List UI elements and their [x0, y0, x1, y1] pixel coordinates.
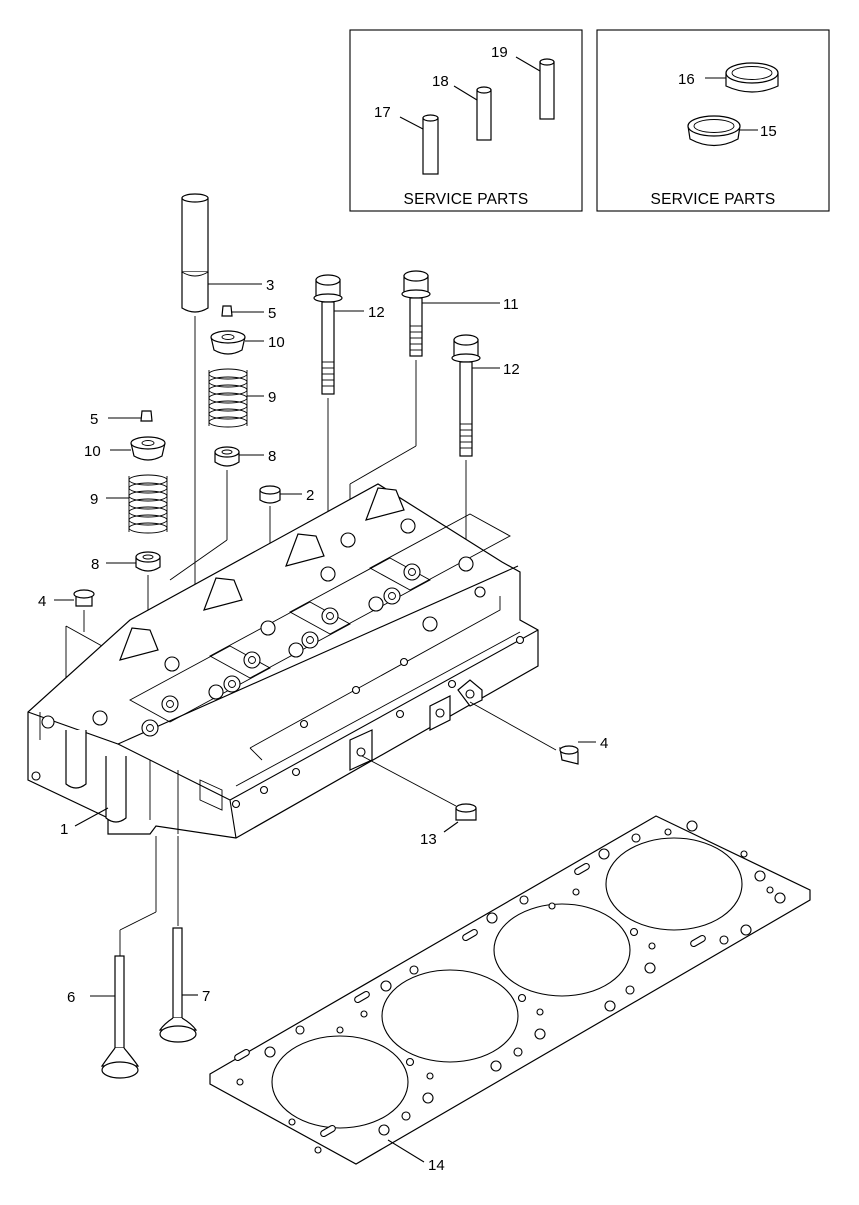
spring-retainer-10-lower: 10 — [84, 436, 166, 461]
callout-15: 15 — [760, 123, 777, 140]
cylinder-head-bolt-12-right: 12 — [451, 334, 520, 560]
callout-4b: 4 — [600, 735, 608, 752]
callout-19: 19 — [491, 44, 508, 61]
cylinder-head-bolt-11: 11 — [349, 270, 519, 528]
callout-16: 16 — [678, 71, 695, 88]
exhaust-valve-7: 7 — [158, 836, 210, 1043]
callout-8a: 8 — [268, 448, 276, 465]
callout-18: 18 — [432, 73, 449, 90]
dowel-pin-17 — [399, 114, 439, 175]
callout-6: 6 — [67, 989, 75, 1006]
valve-collet-5-lower: 5 — [90, 410, 153, 428]
callout-10a: 10 — [268, 334, 285, 351]
cylinder-head-1: 1 — [27, 483, 539, 839]
callout-10b: 10 — [84, 443, 101, 460]
callout-12b: 12 — [503, 361, 520, 378]
valve-collet-5-upper: 5 — [221, 305, 276, 322]
head-gasket-14: 14 — [209, 815, 811, 1174]
valve-stem-seal-8-lower: 8 — [91, 551, 161, 724]
dowel-pin-19 — [515, 56, 555, 120]
callout-8b: 8 — [91, 556, 99, 573]
cylinder-head-bolt-12-left: 12 — [313, 274, 385, 556]
callout-7: 7 — [202, 988, 210, 1005]
intake-valve-6: 6 — [67, 836, 157, 1079]
callout-13: 13 — [420, 831, 437, 848]
callout-12a: 12 — [368, 304, 385, 321]
dowel-pin-18 — [453, 85, 492, 141]
callout-14: 14 — [428, 1157, 445, 1174]
service-parts-box-pins: 17 18 19 SERVICE PARTS — [349, 29, 583, 212]
callout-9a: 9 — [268, 389, 276, 406]
valve-stem-seal-8-upper: 8 — [169, 446, 276, 581]
valve-guide-3: 3 — [181, 193, 274, 700]
callout-17: 17 — [374, 104, 391, 121]
callout-2: 2 — [306, 487, 314, 504]
service-parts-label-2: SERVICE PARTS — [651, 191, 776, 208]
callout-3: 3 — [266, 277, 274, 294]
service-parts-label-1: SERVICE PARTS — [404, 191, 529, 208]
callout-9b: 9 — [90, 491, 98, 508]
callout-5a: 5 — [268, 305, 276, 322]
valve-spring-9-lower: 9 — [90, 474, 168, 534]
callout-1: 1 — [60, 821, 68, 838]
spring-retainer-10-upper: 10 — [210, 330, 285, 355]
valve-seat-15 — [687, 115, 758, 147]
callout-11: 11 — [503, 296, 519, 313]
plug-13: 13 — [361, 755, 477, 848]
callout-4a: 4 — [38, 593, 46, 610]
valve-spring-9-upper: 9 — [208, 368, 276, 428]
callout-5b: 5 — [90, 411, 98, 428]
valve-seat-16 — [705, 62, 779, 93]
service-parts-box-seats: 16 15 SERVICE PARTS — [596, 29, 830, 212]
plug-4-right: 4 — [469, 701, 608, 765]
